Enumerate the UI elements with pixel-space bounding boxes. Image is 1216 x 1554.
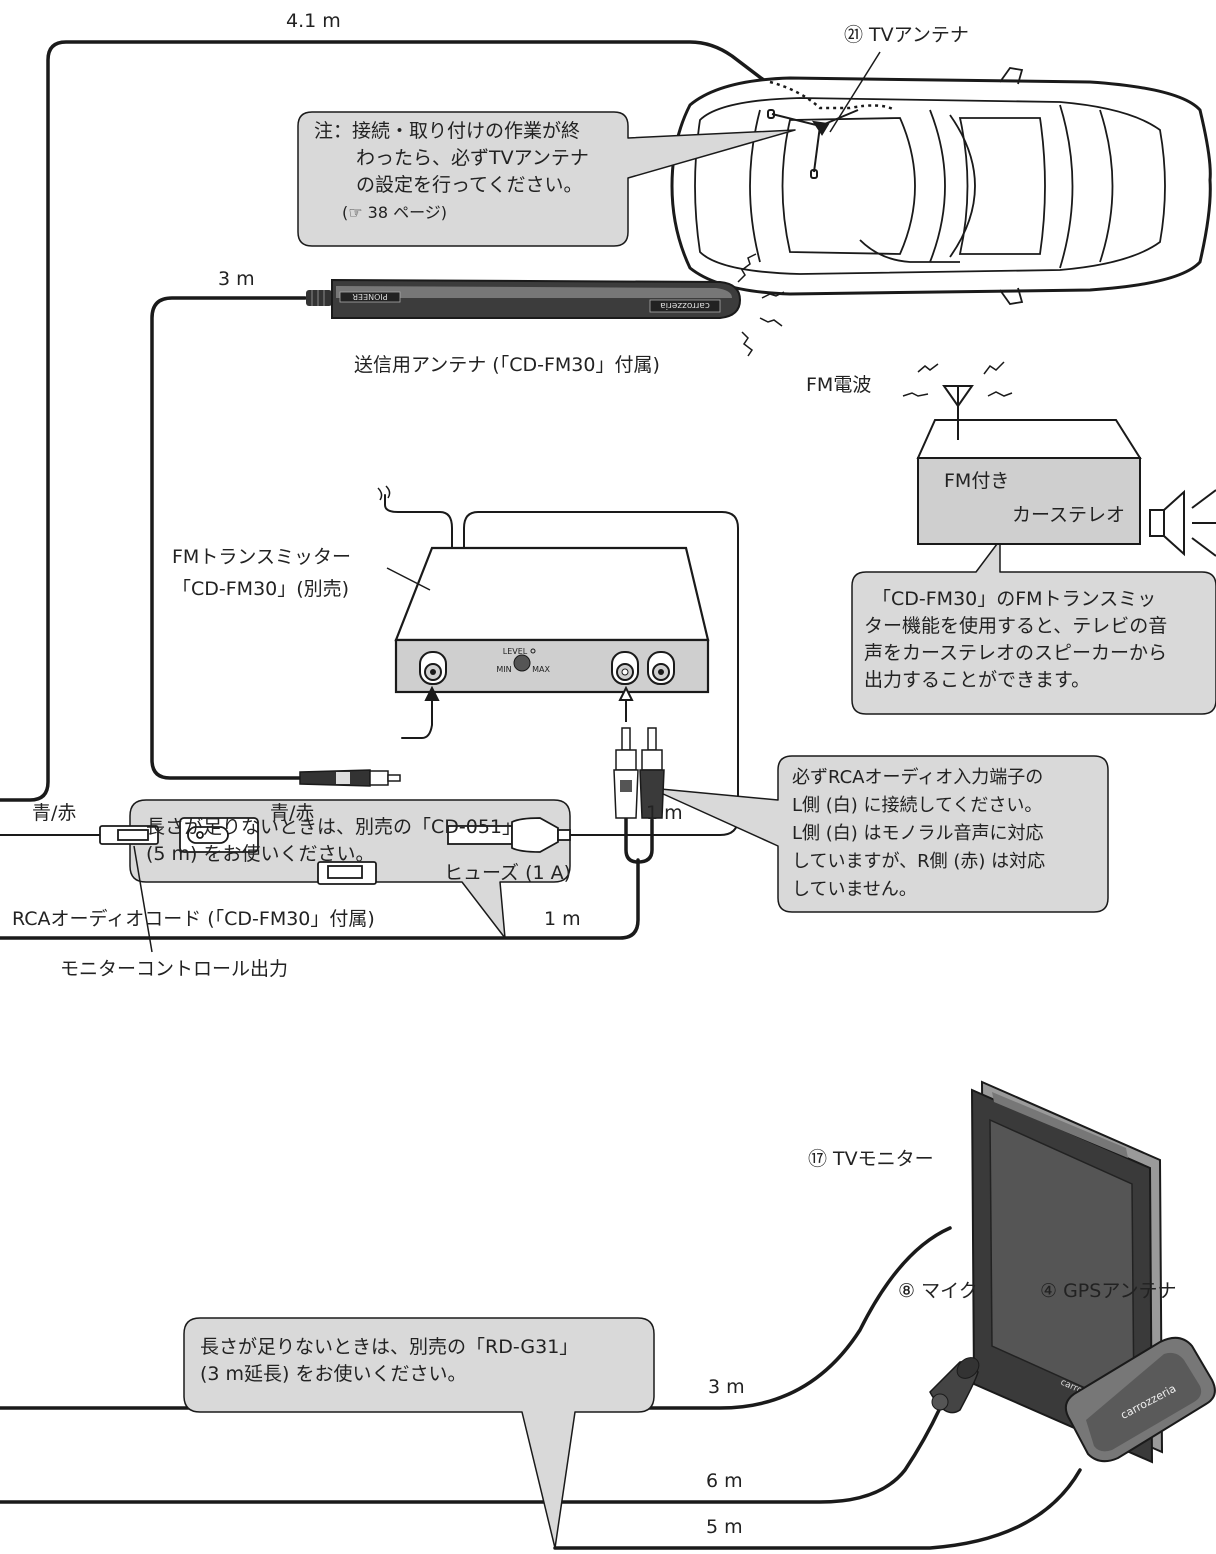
tv-setup-note-line-4: (☞ 38 ページ)	[342, 203, 448, 222]
send-antenna-cable	[150, 296, 307, 780]
cd051-note-line-2: (5 m) をお使いください。	[146, 843, 375, 865]
fm-transmitter-label-line-1: FMトランスミッター	[172, 546, 351, 568]
rca-cord-length: 1 m	[544, 908, 581, 930]
send-antenna: PIONEER carrozzeria	[306, 278, 742, 319]
transmitter-wire	[384, 494, 453, 551]
speaker-icon	[1149, 489, 1216, 557]
car-stereo-label-line-1: FM付き	[944, 470, 1010, 492]
cd051-note: 長さが足りないときは、別売の「CD-051」 (5 m) をお使いください。	[146, 814, 521, 868]
tv-setup-note-line-3: の設定を行ってください。	[356, 174, 583, 196]
fm-function-note-line-1: 「CD-FM30」のFMトランスミッ	[872, 588, 1157, 610]
rca-connect-note-line-3: L側 (白) はモノラル音声に対応	[792, 823, 1044, 844]
rca-connect-note-line-5: していません。	[792, 879, 917, 900]
monitor-cable-length: 3 m	[708, 1376, 745, 1398]
car-stereo-label-line-2: カーステレオ	[1012, 504, 1126, 526]
brand-pioneer-text: PIONEER	[352, 292, 388, 301]
send-antenna-cable-length: 3 m	[218, 268, 255, 290]
fm-transmitter: LEVEL MIN MAX	[394, 546, 710, 694]
tv-antenna-cable	[0, 40, 792, 802]
fm-wave-label: FM電波	[806, 374, 872, 396]
fm-function-note-line-2: ター機能を使用すると、テレビの音	[864, 615, 1168, 637]
rca-plugs	[613, 727, 665, 819]
mic-cable	[0, 1406, 942, 1504]
fuse-label: ヒューズ (1 A)	[444, 862, 572, 884]
gps-antenna: carrozzeria	[1064, 1336, 1216, 1463]
mic-label: ⑧ マイク	[898, 1280, 978, 1302]
wire-color-label-1: 青/赤	[32, 802, 77, 824]
rca-connect-note-line-1: 必ずRCAオーディオ入力端子の	[792, 767, 1044, 788]
rca-connect-note-line-2: L側 (白) に接続してください。	[792, 795, 1043, 816]
mic-cable-length: 6 m	[706, 1470, 743, 1492]
fm-function-note: 「CD-FM30」のFMトランスミッ ター機能を使用すると、テレビの音 声をカー…	[864, 586, 1167, 694]
fm-function-note-line-4: 出力することができます。	[864, 669, 1091, 691]
fm-function-note-bubble	[851, 539, 1216, 715]
rca-connect-note-line-4: していますが、R側 (赤) は対応	[792, 851, 1046, 872]
rdg31-note-line-1: 長さが足りないときは、別売の「RD-G31」	[200, 1336, 579, 1358]
monitor-control-label: モニターコントロール出力	[60, 958, 289, 980]
wire-color-label-2: 青/赤	[270, 802, 315, 824]
tv-setup-note-line-1: 注：接続・取り付けの作業が終	[314, 120, 581, 142]
tv-setup-note-line-2: わったら、必ずTVアンテナ	[356, 147, 589, 169]
wire-break-mark	[377, 485, 391, 501]
tv-setup-note-bubble	[297, 111, 796, 247]
power-wire-up	[463, 511, 739, 836]
gps-cable-length: 5 m	[706, 1516, 743, 1538]
gps-cable	[553, 1468, 1082, 1550]
gps-label: ④ GPSアンテナ	[1040, 1280, 1177, 1302]
rdg31-note-bubble	[183, 1317, 655, 1549]
brand-antenna-text: carrozzeria	[660, 300, 710, 310]
fm-function-note-line-3: 声をカーステレオのスピーカーから	[864, 642, 1168, 664]
fuse-holder	[447, 817, 571, 853]
car-stereo	[916, 385, 1142, 545]
rdg31-note-line-2: (3 m延長) をお使いください。	[200, 1363, 467, 1385]
antenna-plug	[299, 769, 401, 787]
tv-antenna-cable-length: 4.1 m	[286, 10, 341, 32]
tv-monitor: carrozzeria	[970, 1080, 1164, 1464]
plug-wire	[401, 711, 433, 739]
tv-monitor-label: ⑰ TVモニター	[808, 1148, 934, 1170]
monitor-cable	[0, 1226, 952, 1410]
tv-antenna-label: ㉑ TVアンテナ	[844, 24, 969, 46]
rdg31-note: 長さが足りないときは、別売の「RD-G31」 (3 m延長) をお使いください。	[200, 1334, 578, 1388]
power-wire-length: 1 m	[646, 802, 683, 824]
rca-y-split	[624, 816, 654, 864]
fm-transmitter-label-line-2: 「CD-FM30」(別売)	[172, 578, 350, 600]
tv-setup-note: 注：接続・取り付けの作業が終 わったら、必ずTVアンテナ の設定を行ってください…	[314, 118, 589, 226]
monitor-control-connectors	[99, 817, 377, 885]
rca-connect-note-bubble	[649, 755, 1109, 913]
send-antenna-label: 送信用アンテナ (「CD-FM30」付属)	[354, 354, 660, 376]
level-label: LEVEL	[503, 647, 528, 656]
rca-connect-note: 必ずRCAオーディオ入力端子の L側 (白) に接続してください。 L側 (白)…	[792, 764, 1045, 904]
max-label: MAX	[532, 665, 550, 674]
fm-wave-marks	[737, 253, 1013, 397]
min-label: MIN	[496, 665, 511, 674]
rca-cord-label: RCAオーディオコード (「CD-FM30」付属)	[12, 908, 375, 930]
microphone	[929, 1357, 980, 1414]
car-outline	[670, 76, 1212, 296]
car-dotted-cable	[769, 80, 896, 112]
rca-cord	[0, 858, 640, 940]
tv-antenna-element	[767, 109, 859, 179]
cd051-note-line-1: 長さが足りないときは、別売の「CD-051」	[146, 816, 522, 838]
